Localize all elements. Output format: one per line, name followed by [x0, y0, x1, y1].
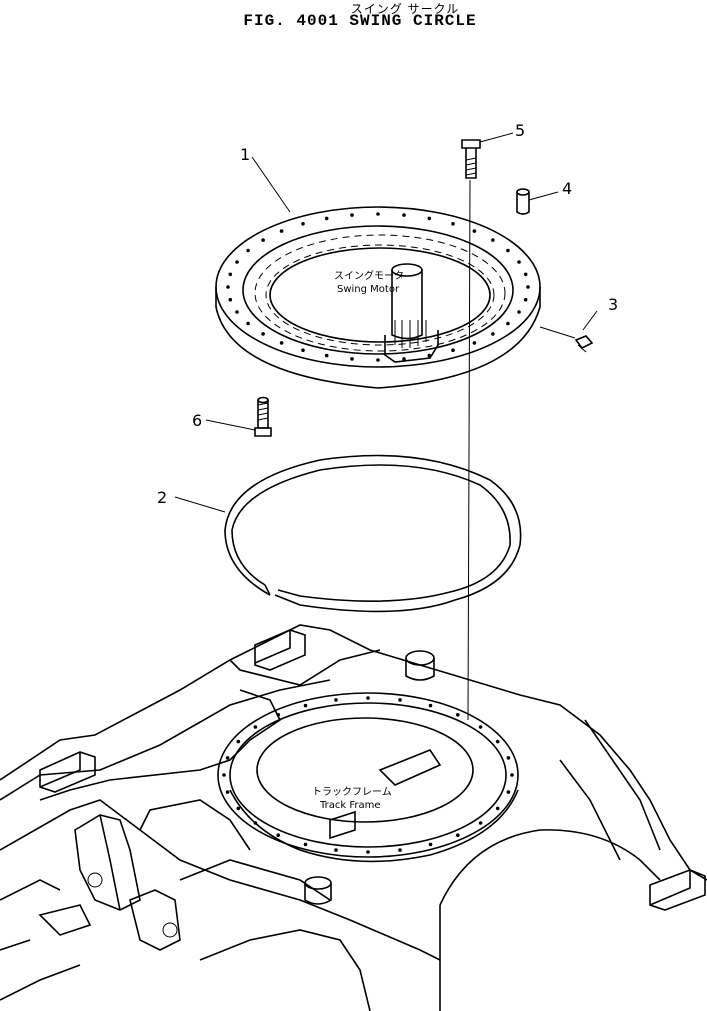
swing-circle-bolt-hole [506, 321, 510, 326]
swing-circle-bolt-hole [523, 272, 528, 277]
callout-6: 6 [192, 411, 202, 430]
swing-circle-bolt-hole [517, 310, 521, 314]
track-frame-drawing [0, 624, 707, 1011]
swing-circle-bolt-hole [301, 348, 305, 353]
callout-5: 5 [515, 121, 525, 140]
mount-ring-bolt-hole [334, 848, 338, 852]
swing-circle-bolt-hole [324, 216, 329, 221]
swing-circle-bolt-hole [402, 357, 406, 361]
swing-circle-bolt-hole [427, 216, 432, 221]
mount-ring-bolt-hole [225, 756, 230, 760]
swing-circle-bolt-hole [376, 358, 380, 362]
callout-3: 3 [608, 295, 618, 314]
mount-ring-bolt-hole [236, 806, 241, 811]
mount-ring-bolt-hole [303, 842, 308, 847]
swing-circle-bolt-hole [235, 260, 239, 264]
swing-circle-bolt-hole [261, 238, 265, 242]
mount-ring-bolt-hole [506, 756, 511, 760]
mount-ring-bolt-hole [366, 850, 370, 854]
leader-lines [174, 132, 598, 513]
callout-2: 2 [157, 488, 167, 507]
mount-ring-bolt-hole [276, 833, 281, 837]
swing-circle-bolt-hole [472, 341, 477, 345]
swing-circle-bolt-hole [491, 332, 495, 336]
mount-ring-bolt-hole [276, 713, 281, 717]
mount-ring-bolt-hole [222, 773, 226, 777]
swing-circle-bolt-hole [402, 213, 406, 217]
mount-ring-bolt-hole [428, 842, 433, 847]
swing-circle-bolt-hole [235, 310, 239, 314]
swing-circle-bolt-hole [279, 229, 284, 233]
mount-ring-bolt-hole [253, 821, 258, 825]
swing-circle-bolt-hole [324, 353, 329, 358]
mount-ring-bolt-hole [456, 833, 460, 837]
swing-motor-label: Swing Motor [337, 284, 400, 295]
swing-circle-bolt-hole [491, 238, 495, 242]
mount-ring-bolt-hole [334, 698, 338, 702]
alignment-line [467, 179, 471, 721]
swing-circle-bolt-hole [279, 341, 284, 345]
mount-ring-bolt-hole [478, 725, 483, 729]
callout-1: 1 [240, 145, 250, 164]
swing-circle-bolt-hole [451, 222, 455, 226]
mount-ring-bolt-hole [495, 739, 500, 744]
mount-ring-bolt-hole [303, 703, 308, 708]
mount-ring-bolt-hole [506, 790, 511, 794]
fitting-3-drawing [574, 335, 594, 353]
swing-circle-bolt-hole [427, 353, 432, 358]
swing-circle-bolt-hole [226, 285, 230, 289]
callout-4: 4 [562, 179, 572, 198]
swing-circle-bolt-hole [261, 332, 265, 336]
mount-ring-bolt-hole [253, 725, 258, 729]
mount-ring-bolt-hole [510, 773, 514, 777]
swing-circle-bolt-hole [523, 297, 528, 302]
swing-circle-bolt-hole [376, 212, 380, 216]
swing-circle-bolt-hole [228, 272, 233, 277]
swing-circle-bolt-hole [228, 297, 233, 302]
swing-circle-bolt-hole [517, 260, 521, 264]
mount-ring-bolt-hole [456, 713, 460, 717]
mount-ring-drawing [217, 692, 519, 863]
swing-circle-drawing [215, 206, 541, 389]
mount-ring-bolt-hole [236, 739, 241, 744]
mount-ring-bolt-hole [428, 703, 433, 708]
pin-4-drawing [516, 188, 530, 215]
bolt-6-drawing [254, 396, 272, 437]
swing-circle-bolt-hole [350, 357, 354, 361]
seal-ring-drawing [224, 454, 522, 613]
swing-circle-bolt-hole [301, 222, 305, 226]
mount-ring-bolt-hole [398, 848, 402, 852]
figure-title-japanese: スイング サークル [350, 2, 460, 16]
swing-motor-drawing [384, 263, 439, 363]
track-frame-label: Track Frame [319, 800, 381, 811]
mount-ring-bolt-hole [366, 696, 370, 700]
track-frame-label-jp: トラックフレーム [312, 786, 392, 798]
mount-ring-bolt-hole [225, 790, 230, 794]
swing-circle-bolt-hole [526, 285, 530, 289]
swing-circle-bolt-hole [350, 213, 354, 217]
mount-ring-bolt-hole [398, 698, 402, 702]
swing-circle-bolt-hole [246, 321, 250, 326]
mount-ring-bolt-hole [478, 821, 483, 825]
swing-circle-bolt-hole [472, 229, 477, 233]
swing-motor-label-jp: スイングモータ [334, 269, 404, 282]
swing-circle-bolt-hole [451, 348, 455, 353]
swing-circle-bolt-hole [506, 248, 510, 253]
mount-ring-bolt-hole [495, 806, 500, 811]
figure-title: FIG. 4001 SWING CIRCLE [243, 12, 477, 30]
swing-circle-bolt-hole [246, 248, 250, 253]
bolt-5-drawing [461, 139, 481, 179]
